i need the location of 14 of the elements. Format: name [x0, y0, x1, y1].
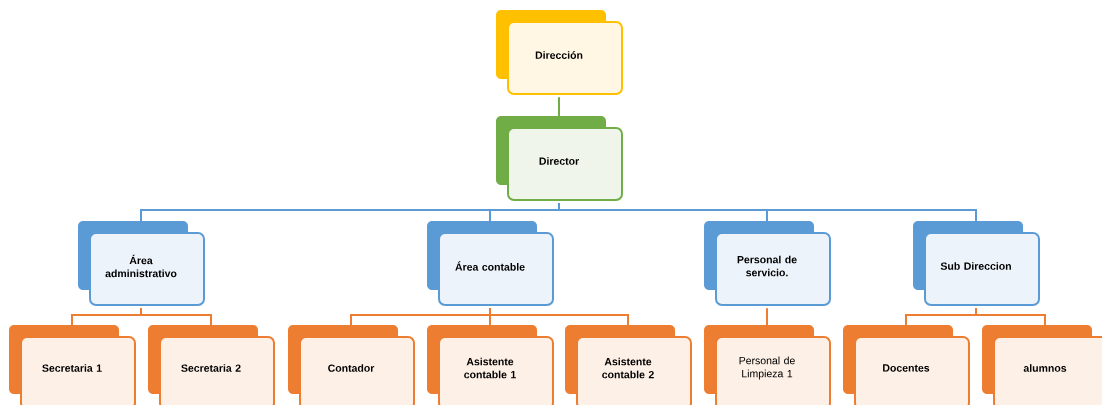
org-box: Sub Direccion [913, 221, 1040, 306]
org-box: Secretaria 1 [9, 325, 136, 405]
org-box: Contador [288, 325, 415, 405]
org-box: Personal de Limpieza 1 [704, 325, 831, 405]
org-box: Director [496, 116, 623, 201]
org-box: Dirección [496, 10, 623, 95]
org-box: Personal de servicio. [704, 221, 831, 306]
org-box: Asistente contable 2 [565, 325, 692, 405]
org-box: alumnos [982, 325, 1102, 405]
org-box: Asistente contable 1 [427, 325, 554, 405]
org-box: Área administrativo [78, 221, 205, 306]
org-box: Secretaria 2 [148, 325, 275, 405]
org-box: Área contable [427, 221, 554, 306]
org-box: Docentes [843, 325, 970, 405]
